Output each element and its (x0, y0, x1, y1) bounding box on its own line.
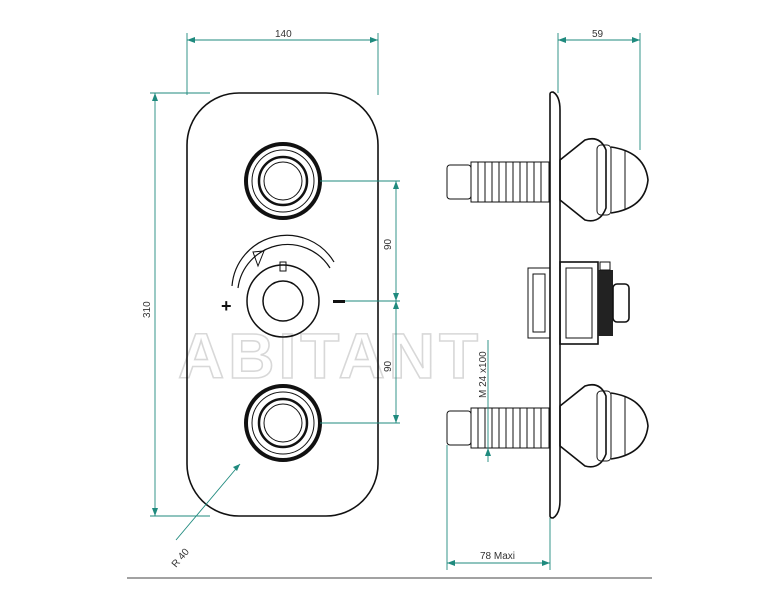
side-dimensions: 59 78 Maxi M 24 x100 (446, 29, 641, 570)
front-plate (186, 92, 379, 517)
dim-spacing-lower-label: 90 (383, 360, 394, 372)
plus-symbol: + (221, 296, 232, 316)
side-view (446, 91, 649, 519)
bottom-diverter-knob (244, 384, 322, 462)
dim-spacing-upper-label: 90 (383, 238, 394, 250)
top-ribbed-stem (446, 161, 550, 203)
watermark-text: ABITANT (178, 320, 482, 392)
dim-thread-label: M 24 x100 (478, 351, 489, 398)
bottom-dome-knob (559, 383, 649, 468)
front-view: + (186, 92, 379, 517)
thermostatic-knob (231, 234, 335, 338)
thermostatic-cartridge (527, 261, 630, 345)
dim-height-label: 310 (142, 301, 153, 318)
top-diverter-knob (244, 142, 322, 220)
bottom-ribbed-stem (446, 407, 550, 449)
minus-symbol (333, 300, 345, 303)
front-dimensions: 140 310 90 90 R 40 (142, 29, 400, 570)
dim-depth-label: 59 (592, 29, 604, 40)
dim-radius-label: R 40 (170, 546, 192, 570)
dim-max-depth-label: 78 Maxi (480, 551, 515, 562)
side-plate (549, 91, 561, 519)
dim-width-label: 140 (275, 29, 292, 40)
top-dome-knob (559, 137, 649, 222)
